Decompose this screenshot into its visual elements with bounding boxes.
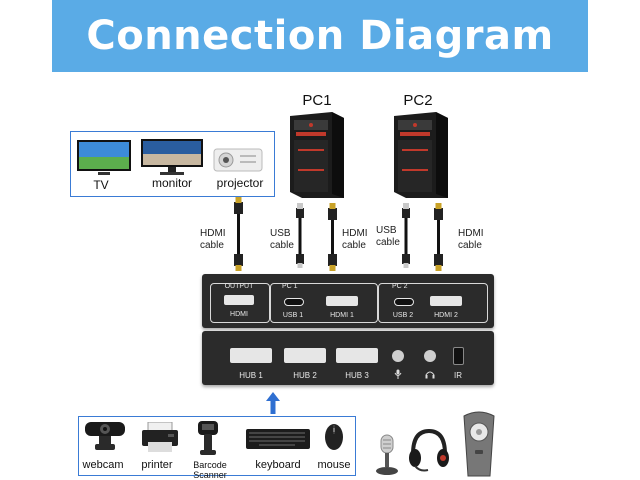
pc1-tower-icon <box>290 112 344 198</box>
pc1-usb-cable-label: USB cable <box>270 228 294 251</box>
pc1-hdmi-cable-label: HDMI cable <box>342 228 368 251</box>
pc2-hdmi-port <box>430 296 462 306</box>
hub3-label: HUB 3 <box>345 371 369 380</box>
printer-icon <box>142 422 178 452</box>
switch-back-panel: OUTPUT HDMI PC 1 USB 1 HDMI 1 PC 2 USB 2… <box>202 274 494 328</box>
pc2-group-label: PC 2 <box>392 283 408 290</box>
output-hdmi-cable-label: HDMI cable <box>200 228 226 251</box>
pc2-hdmi-port-label: HDMI 2 <box>434 312 458 319</box>
pc2-label: PC2 <box>403 92 433 109</box>
title-banner: Connection Diagram <box>52 0 588 72</box>
mic-jack <box>392 350 404 362</box>
webcam-label: webcam <box>82 459 124 471</box>
monitor-label: monitor <box>151 176 192 190</box>
microphone-icon <box>376 434 398 475</box>
pc2-usb-port <box>394 298 414 306</box>
hub1-usb-port <box>230 348 272 363</box>
hub1-label: HUB 1 <box>239 371 263 380</box>
projector-label: projector <box>216 176 264 190</box>
output-group-label: OUTPUT <box>224 283 254 290</box>
barcode-scanner-icon <box>198 421 218 455</box>
mouse-label: mouse <box>317 459 351 471</box>
pc2-tower-icon <box>394 112 448 198</box>
keyboard-icon <box>246 429 310 449</box>
pc1-usb-cable <box>296 203 304 268</box>
mic-icon <box>394 369 402 379</box>
ir-label: IR <box>454 371 462 380</box>
pc1-hdmi-cable <box>328 203 337 271</box>
output-port-group <box>210 283 270 323</box>
output-hdmi-cable <box>234 197 243 271</box>
keyboard-label: keyboard <box>255 459 301 471</box>
output-hdmi-port-label: HDMI <box>230 311 248 318</box>
pc2-port-group <box>378 283 488 323</box>
headphone-jack <box>424 350 436 362</box>
pc2-usb-cable <box>402 203 410 268</box>
pc2-usb-port-label: USB 2 <box>392 312 414 319</box>
headset-icon <box>409 428 449 472</box>
pc1-port-group <box>270 283 378 323</box>
pc2-usb-cable-label: USB cable <box>376 225 400 248</box>
page-title: Connection Diagram <box>86 13 554 59</box>
pc1-usb-port-label: USB 1 <box>282 312 304 319</box>
pc2-hdmi-cable-label: HDMI cable <box>458 228 484 251</box>
pc1-hdmi-port-label: HDMI 1 <box>330 312 354 319</box>
projector-icon <box>213 148 263 172</box>
pc1-usb-port <box>284 298 304 306</box>
tv-icon <box>77 140 131 175</box>
barcode-scanner-label: Barcode Scanner <box>193 460 227 480</box>
cables-svg <box>234 197 443 271</box>
printer-label: printer <box>141 459 173 471</box>
switch-front-panel: HUB 1 HUB 2 HUB 3 IR <box>202 331 494 385</box>
pc1-hdmi-port <box>326 296 358 306</box>
headphone-icon <box>425 371 435 379</box>
hub2-label: HUB 2 <box>293 371 317 380</box>
monitor-icon <box>141 139 203 175</box>
mouse-icon <box>325 424 343 450</box>
hub3-usb-port <box>336 348 378 363</box>
hub2-usb-port <box>284 348 326 363</box>
pc1-group-label: PC 1 <box>282 283 298 290</box>
output-hdmi-port <box>224 295 254 305</box>
tv-label: TV <box>93 178 109 192</box>
ir-receiver <box>453 347 464 365</box>
webcam-icon <box>85 422 125 450</box>
pc2-hdmi-cable <box>434 203 443 271</box>
pc1-label: PC1 <box>302 92 332 109</box>
up-arrow-icon <box>266 392 280 414</box>
remote-control-icon <box>463 411 495 477</box>
